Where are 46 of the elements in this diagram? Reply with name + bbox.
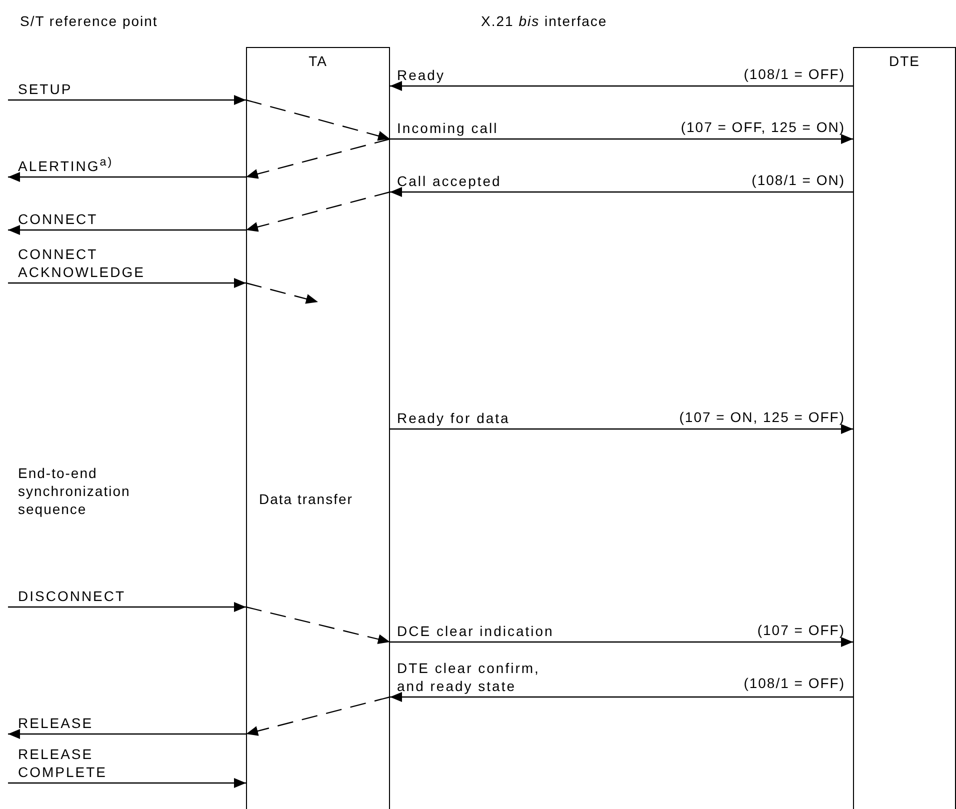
column-heading: S/T reference point: [20, 12, 158, 30]
dashed-arrow: [246, 606, 390, 644]
entity-label: TA: [308, 53, 328, 69]
message-arrow: [390, 187, 853, 197]
dashed-arrow: [246, 99, 390, 141]
message-arrow: [8, 778, 246, 788]
signal-condition: (107 = OFF, 125 = ON): [680, 118, 845, 136]
message-label: DTE clear confirm, and ready state: [397, 659, 541, 695]
message-arrow: [390, 424, 853, 434]
message-label: Ready for data: [397, 409, 511, 427]
signal-condition: (107 = ON, 125 = OFF): [679, 408, 845, 426]
message-label: RELEASE COMPLETE: [18, 745, 108, 781]
message-label: DCE clear indication: [397, 622, 555, 640]
message-label: RELEASE: [18, 714, 94, 732]
column-heading: X.21 bis interface: [481, 12, 608, 30]
message-label: CONNECT ACKNOWLEDGE: [18, 245, 146, 281]
message-label: CONNECT: [18, 210, 99, 228]
lifeline-box: [246, 47, 390, 809]
dashed-arrow: [246, 191, 390, 232]
dashed-arrow: [246, 696, 390, 736]
message-arrow: [8, 172, 246, 182]
note-text: End-to-end synchronization sequence: [18, 464, 132, 518]
message-label: ALERTING$^{a)}$: [18, 154, 114, 175]
message-arrow: [8, 225, 246, 235]
message-arrow: [390, 692, 853, 702]
signal-condition: (108/1 = OFF): [744, 674, 845, 692]
message-label: DISCONNECT: [18, 587, 127, 605]
message-arrow: [8, 729, 246, 739]
signal-condition: (108/1 = OFF): [744, 65, 845, 83]
message-arrow: [390, 81, 853, 91]
state-label: Data transfer: [259, 491, 353, 507]
message-arrow: [8, 278, 246, 288]
signal-condition: (107 = OFF): [757, 621, 845, 639]
message-label: SETUP: [18, 80, 74, 98]
message-arrow: [8, 95, 246, 105]
message-arrow: [8, 602, 246, 612]
signal-condition: (108/1 = ON): [752, 171, 845, 189]
message-label: Call accepted: [397, 172, 502, 190]
message-arrow: [390, 637, 853, 647]
dashed-arrow: [246, 282, 318, 304]
lifeline-box: [853, 47, 956, 809]
message-label: Incoming call: [397, 119, 500, 137]
message-label: Ready: [397, 66, 446, 84]
message-arrow: [390, 134, 853, 144]
dashed-arrow: [246, 138, 390, 179]
entity-label: DTE: [889, 53, 920, 69]
